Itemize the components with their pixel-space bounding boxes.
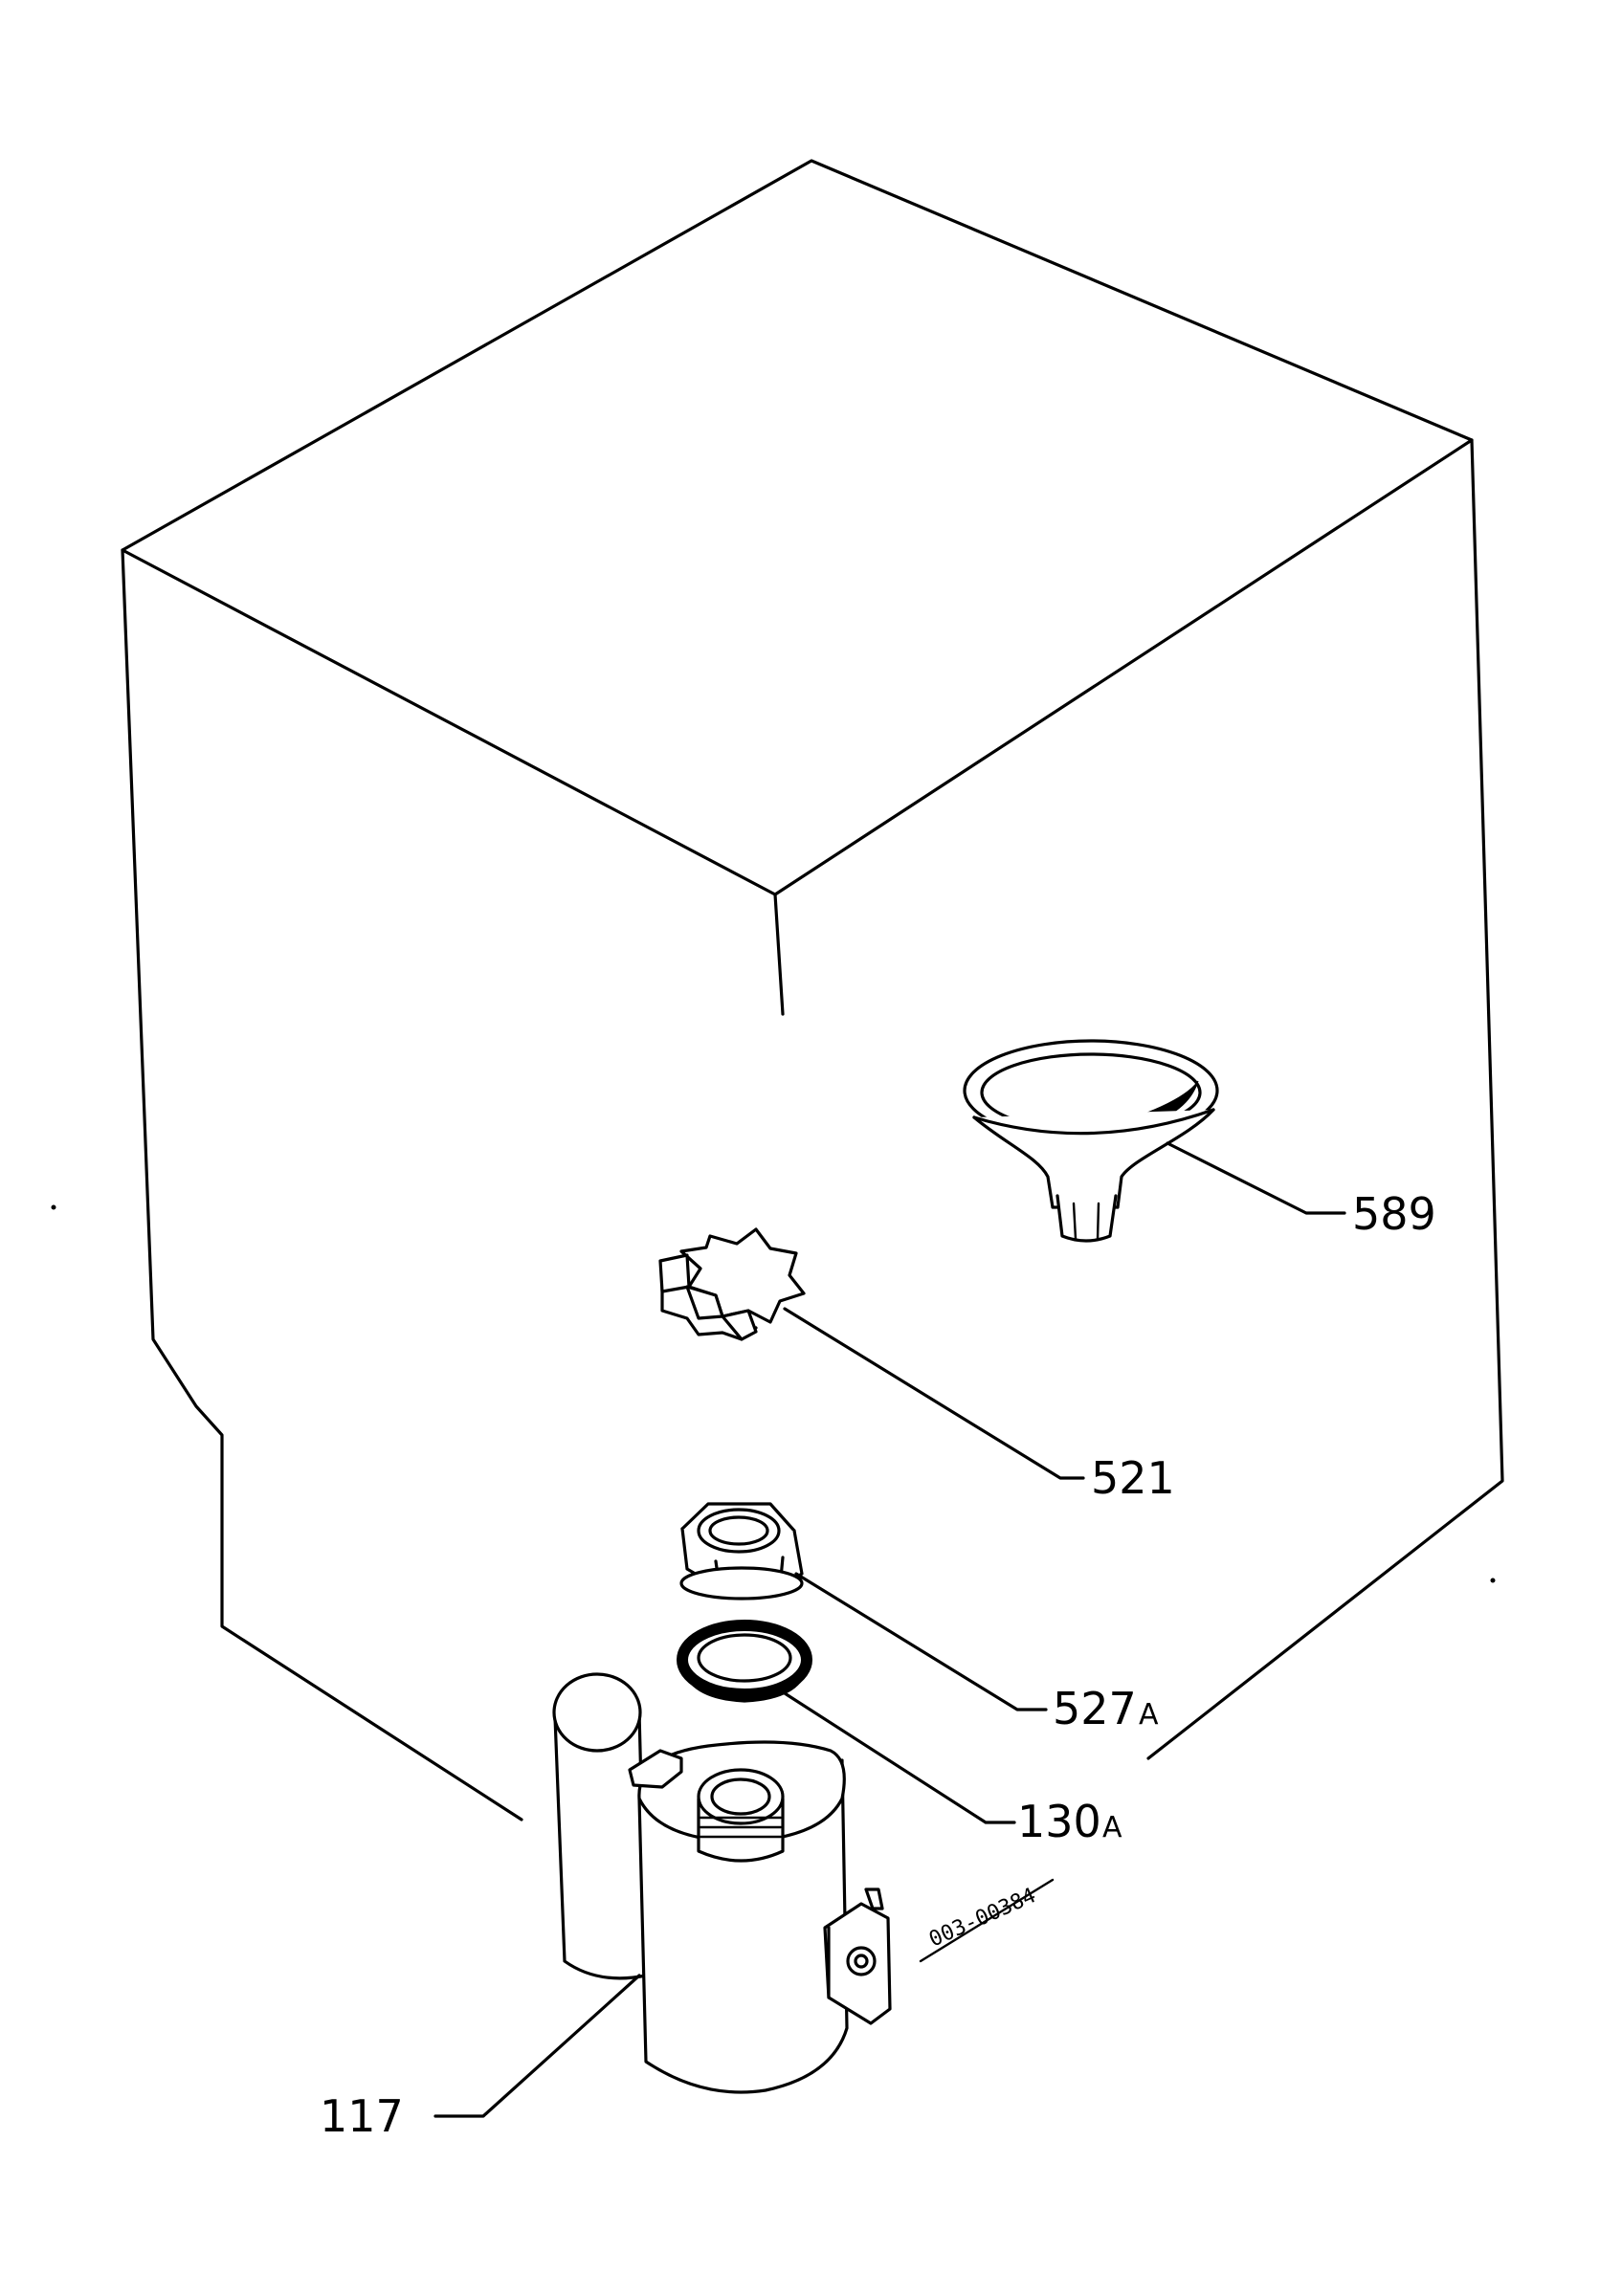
leader-589 — [1166, 1141, 1346, 1215]
pump-part — [552, 1672, 892, 2094]
tank-right-side — [1146, 438, 1504, 1760]
reference-code-rule — [919, 1878, 1055, 1963]
tank-left-side — [121, 548, 523, 1821]
callout-130-suffix: A — [1102, 1811, 1122, 1844]
gasket-part — [677, 1620, 812, 1703]
leader-527a — [794, 1572, 1048, 1711]
nut-part — [679, 1502, 804, 1601]
stray-dot — [1490, 1578, 1496, 1583]
callout-527-label: 527 — [1053, 1683, 1137, 1734]
callout-589-label: 589 — [1352, 1188, 1436, 1240]
tank-box — [121, 159, 1504, 1821]
leader-117 — [433, 1974, 641, 2118]
cap-part — [658, 1227, 806, 1341]
stray-dot — [51, 1204, 56, 1210]
callout-527-suffix: A — [1139, 1698, 1159, 1732]
callout-117-label: 117 — [320, 2090, 404, 2142]
callout-521-label: 521 — [1091, 1452, 1175, 1504]
callout-130-label: 130 — [1017, 1796, 1101, 1847]
tank-top-face — [121, 159, 1474, 896]
tank-front-edge — [773, 893, 785, 1016]
funnel-part — [963, 1039, 1219, 1243]
reference-code: 003-00384 — [925, 1884, 1039, 1952]
leader-521 — [783, 1307, 1085, 1480]
leader-130a — [783, 1691, 1016, 1824]
